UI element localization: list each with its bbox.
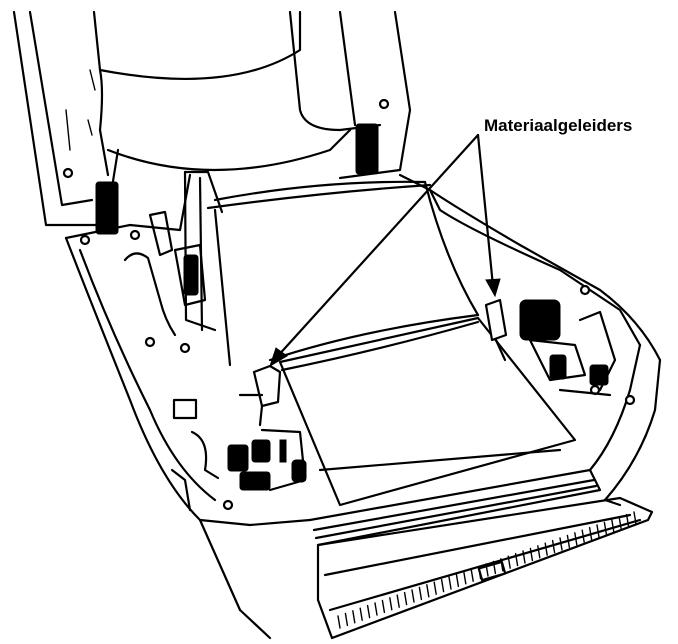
tear-bar-tooth [537,545,541,559]
tear-bar-tooth [426,584,430,598]
tear-bar-tooth [448,576,452,590]
tear-bar-tooth [389,597,393,611]
callout-label-media-guides: Materiaalgeleiders [484,116,633,135]
media-guide-right [484,298,508,362]
tear-bar-tooth [566,534,571,549]
tear-bar-tooth [603,521,608,536]
tear-bar-tooth [611,519,615,533]
tear-bar-tooth [477,565,482,580]
label-media [278,316,577,507]
tear-bar-tooth [618,516,622,530]
tear-bar-tooth [352,610,356,624]
tear-bar-tooth [559,537,563,551]
tear-bar-tooth [596,524,600,538]
tear-bar-tooth [381,599,386,614]
tear-bar-tooth [625,513,630,528]
tear-bar-tooth [470,568,474,582]
tear-bar-tooth [485,563,489,577]
tear-bar-tooth [366,604,371,619]
open-cover [12,10,412,235]
tear-bar-tooth [522,550,526,564]
tear-bar-tooth [514,552,519,567]
front-tear-bar [316,496,654,640]
tear-bar-tooth [396,594,400,608]
tear-bar-tooth [359,607,363,621]
tear-bar-tooth [581,529,585,543]
tear-bar-tooth [411,589,415,603]
tear-bar-tooth [500,558,504,572]
tear-bar-tooth [374,602,378,616]
tear-bar-tooth [633,511,637,525]
tear-bar-tooth [529,547,534,562]
tear-bar-tooth [418,586,423,601]
tear-bar-tooth [440,578,445,593]
tear-bar-tooth [344,612,349,627]
left-mechanism [227,428,307,492]
right-mechanism [519,299,617,397]
tear-bar-tooth [551,539,556,554]
tear-bar-tooth [574,532,578,546]
tear-bar-tooth [403,591,408,606]
platen-roller [308,468,602,547]
tear-bar-tooth [337,615,341,629]
paper-roll [183,170,480,367]
tear-bar-tooth [544,542,548,556]
media-guide-left [238,364,282,427]
tear-bar-tooth [433,581,437,595]
tear-bar-tooth [492,560,497,575]
tear-bar-tooth [588,526,593,541]
callout-arrows [269,133,501,368]
tear-bar-tooth [463,571,467,585]
tear-bar-tooth [455,573,460,588]
tear-bar-tooth [507,555,511,569]
